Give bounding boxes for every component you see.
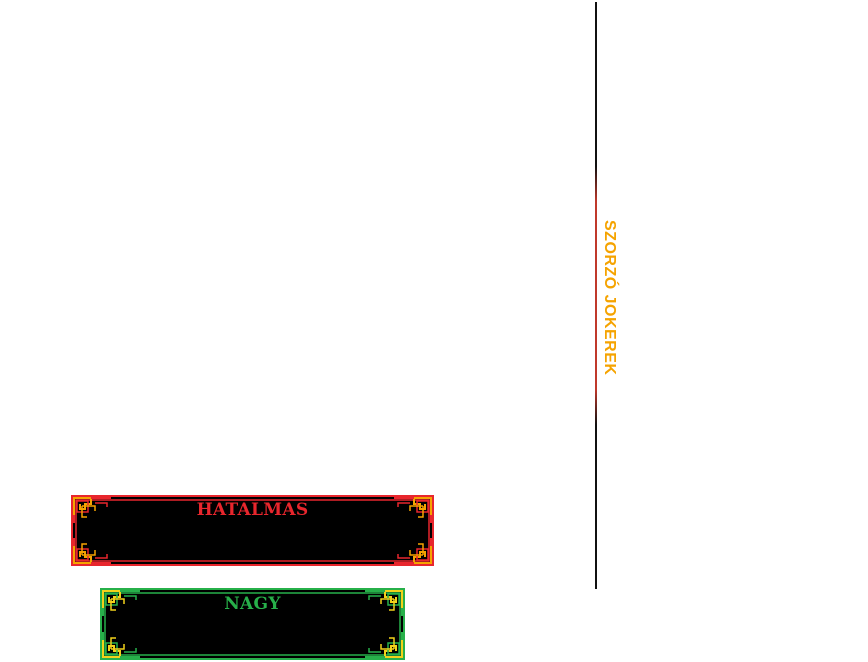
- corner-knot-ornament: [73, 497, 111, 523]
- corner-knot-ornament: [394, 497, 432, 523]
- corner-knot-ornament: [394, 538, 432, 564]
- panel-inner-border: [104, 592, 401, 656]
- multiplier-jokers-label: SZORZÓ JOKEREK: [598, 210, 620, 385]
- big-jackpot-panel: NAGY: [100, 588, 405, 660]
- big-panel-frame: [100, 588, 405, 660]
- corner-knot-ornament: [365, 590, 403, 616]
- huge-panel-title: HATALMAS: [196, 500, 309, 520]
- corner-knot-ornament: [365, 632, 403, 658]
- multiplier-jokers-text: SZORZÓ JOKEREK: [601, 219, 618, 376]
- big-panel-title: NAGY: [224, 594, 281, 614]
- panel-background: [71, 495, 434, 566]
- huge-jackpot-panel: HATALMAS: [71, 495, 434, 566]
- huge-panel-frame: [71, 495, 434, 566]
- panel-outer-border: [100, 588, 405, 660]
- corner-knot-ornament: [102, 632, 140, 658]
- panel-inner-border: [75, 499, 430, 562]
- panel-background: [100, 588, 405, 660]
- vertical-divider: [595, 2, 597, 589]
- corner-knot-ornament: [102, 590, 140, 616]
- corner-knot-ornament: [73, 538, 111, 564]
- panel-outer-border: [71, 495, 434, 566]
